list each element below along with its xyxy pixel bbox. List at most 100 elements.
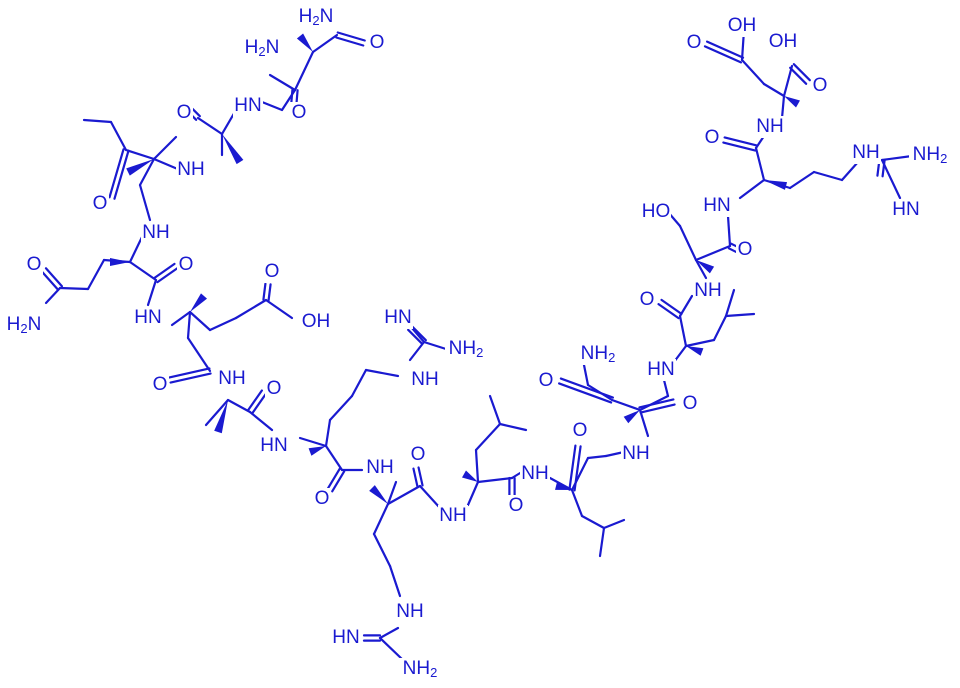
- double-bond: [362, 634, 382, 642]
- atom-label-nh-asp15: NH: [756, 116, 783, 137]
- atom-label-oh-glu5-acid: OH: [302, 311, 331, 332]
- stereo-wedge: [110, 258, 130, 266]
- single-bond: [58, 286, 90, 291]
- single-bond: [678, 224, 698, 262]
- single-bond: [582, 363, 590, 387]
- stereo-wedge: [686, 346, 704, 356]
- single-bond: [880, 158, 902, 200]
- double-bond-line: [168, 367, 211, 379]
- double-bond: [657, 298, 683, 320]
- single-bond: [109, 120, 128, 152]
- single-bond: [146, 278, 158, 307]
- double-bond-line: [153, 262, 176, 279]
- atom-label-background: [621, 443, 651, 465]
- atom-label-o-ser13: O: [738, 239, 753, 260]
- atom-label-background: [891, 199, 921, 221]
- atom-label-background: [909, 144, 951, 166]
- double-bond: [335, 31, 366, 47]
- atom-label-o-asn11: O: [683, 393, 698, 414]
- double-bond-line: [723, 136, 758, 147]
- stereo-wedge: [462, 470, 478, 482]
- atom-label-o-asn1-bb: O: [292, 102, 307, 123]
- double-bond-line: [722, 141, 757, 152]
- single-bond: [410, 326, 426, 344]
- atom-label-background: [383, 307, 413, 329]
- double-bond: [789, 63, 811, 85]
- stereo-wedge: [296, 33, 313, 52]
- double-bond: [108, 148, 130, 200]
- single-bond: [350, 368, 368, 398]
- single-bond: [476, 476, 514, 484]
- double-bond-line: [657, 303, 680, 320]
- atom-label-nh2-arg8-guan: NH2: [403, 658, 438, 680]
- double-bond-line: [559, 377, 614, 399]
- double-bond-line: [558, 382, 613, 404]
- single-bond: [782, 64, 794, 98]
- single-bond: [248, 410, 274, 432]
- single-bond: [408, 340, 426, 362]
- atom-label-hn-arg8-guan: HN: [332, 627, 359, 648]
- atom-label-hn-arg7-guan: HN: [384, 307, 411, 328]
- double-bond: [407, 325, 427, 345]
- atom-label-background: [646, 359, 676, 381]
- atom-label-nh-arg14: HN: [703, 195, 730, 216]
- atom-label-nh-arg14-guan: NH: [852, 142, 879, 163]
- atom-label-nh-arg8: NH: [366, 457, 393, 478]
- atom-label-oh-asp15-cterm: OH: [769, 31, 798, 52]
- single-bond: [204, 398, 230, 427]
- atom-label-nh2-arg7-guan: NH2: [449, 338, 484, 360]
- atom-label-background: [365, 457, 395, 479]
- bond-layer: [40, 28, 914, 662]
- atom-label-background: [641, 201, 671, 223]
- atom-label-background: [176, 159, 206, 181]
- stereo-wedge: [308, 446, 326, 456]
- atom-label-o-arg14: O: [705, 127, 720, 148]
- atom-label-o-gln4-amide: O: [27, 254, 42, 275]
- double-bond-line: [789, 66, 808, 85]
- single-bond: [138, 183, 152, 222]
- single-bond: [311, 33, 339, 54]
- double-bond: [168, 367, 212, 384]
- single-bond: [638, 408, 650, 438]
- atom-label-hn-arg14-guan: HN: [892, 199, 919, 220]
- atom-label-background: [217, 368, 247, 390]
- single-bond: [260, 100, 284, 112]
- single-bond: [610, 398, 642, 412]
- atom-label-background: [295, 6, 337, 28]
- atom-label-background: [520, 463, 550, 485]
- stereo-wedge: [696, 260, 715, 274]
- double-bond-line: [335, 36, 365, 47]
- atom-label-background: [331, 627, 361, 649]
- double-bond-line: [568, 444, 577, 491]
- atom-label-background: [851, 142, 881, 164]
- atom-label-nh-ile3: NH: [177, 159, 204, 180]
- single-bond: [724, 288, 736, 318]
- atom-label-background: [755, 116, 785, 138]
- atom-label-background: [25, 254, 43, 276]
- double-bond-line: [705, 40, 745, 59]
- double-bond: [40, 267, 64, 291]
- single-bond: [880, 154, 914, 162]
- atom-label-nh-ala6: NH: [218, 368, 245, 389]
- atom-label-o-asp15-cterm: O: [813, 75, 828, 96]
- single-bond: [738, 178, 766, 200]
- double-bond-line: [407, 328, 424, 345]
- single-bond: [726, 214, 732, 248]
- stereo-wedge: [784, 96, 800, 108]
- atom-label-background: [727, 15, 757, 37]
- single-bond: [788, 170, 816, 190]
- double-bond-line: [246, 389, 263, 412]
- double-bond-line: [262, 282, 267, 301]
- atom-label-nh-arg7-guan: NH: [411, 369, 438, 390]
- single-bond: [293, 50, 315, 92]
- single-bond: [580, 514, 606, 530]
- atom-label-nh-gln4: NH: [142, 222, 169, 243]
- single-bond: [474, 422, 502, 452]
- single-bond: [152, 135, 178, 161]
- atom-label-background: [537, 370, 555, 392]
- double-bond: [558, 377, 614, 404]
- atom-label-o-glu5: O: [153, 374, 168, 395]
- single-bond: [386, 480, 398, 506]
